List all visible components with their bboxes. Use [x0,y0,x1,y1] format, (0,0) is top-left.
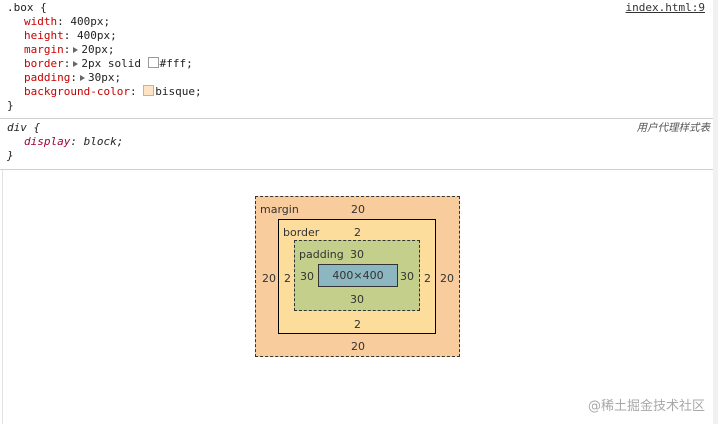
property-name[interactable]: background-color [24,85,130,98]
property-name: display [24,135,71,148]
color-swatch-icon[interactable] [143,85,155,96]
watermark: @稀土掘金技术社区 [587,399,705,414]
margin-top-value[interactable]: 20 [351,203,365,216]
css-rule-div-user-agent: div { display: block; } [0,119,713,170]
box-model-content[interactable]: 400×400 [318,264,398,287]
expand-triangle-icon[interactable] [73,47,79,53]
color-swatch-icon[interactable] [147,57,159,68]
margin-bottom-value[interactable]: 20 [351,340,365,353]
declaration-padding[interactable]: padding:30px; [24,71,122,84]
property-name[interactable]: width [24,15,58,28]
border-top-value[interactable]: 2 [354,226,361,239]
declaration-height[interactable]: height: 400px; [24,29,117,42]
source-link[interactable]: index.html:9 [625,1,705,14]
css-rule-box: .box { index.html:9 width: 400px; height… [0,0,713,119]
property-value[interactable]: 20px; [81,43,115,56]
declaration-display: display: block; [24,135,124,148]
property-name[interactable]: margin [24,43,64,56]
border-bottom-value[interactable]: 2 [354,318,361,331]
declaration-width[interactable]: width: 400px; [24,15,111,28]
rule-selector[interactable]: .box { [7,1,47,14]
margin-left-value[interactable]: 20 [262,272,276,285]
property-value[interactable]: 400px; [70,15,111,28]
box-model-padding[interactable]: padding 30 30 30 30 400×400 [294,240,420,311]
rule-selector: div { [7,121,41,134]
box-model-border[interactable]: border 2 2 2 2 padding 30 30 30 30 400×4… [278,219,436,334]
property-value[interactable]: #fff; [159,57,193,70]
expand-triangle-icon[interactable] [79,75,85,81]
margin-right-value[interactable]: 20 [440,272,454,285]
property-value: block; [83,135,124,148]
declaration-background-color[interactable]: background-color: bisque; [24,85,202,98]
padding-label: padding [299,248,344,261]
property-name[interactable]: border [24,57,64,70]
padding-left-value[interactable]: 30 [300,270,314,283]
border-label: border [283,226,320,239]
expand-triangle-icon[interactable] [73,61,79,67]
declaration-border[interactable]: border:2px solid #fff; [24,57,193,70]
box-model-margin[interactable]: margin 20 20 20 20 border 2 2 2 2 paddin… [255,196,460,357]
property-value[interactable]: bisque; [155,85,202,98]
border-left-value[interactable]: 2 [284,272,291,285]
property-name[interactable]: height [24,29,64,42]
property-value[interactable]: 400px; [77,29,117,42]
content-size-value[interactable]: 400×400 [332,269,384,282]
border-right-value[interactable]: 2 [424,272,431,285]
panel-divider [2,170,3,424]
property-value[interactable]: 30px; [87,71,122,84]
user-agent-stylesheet-label: 用户代理样式表 [636,122,711,134]
padding-right-value[interactable]: 30 [400,270,414,283]
declaration-margin[interactable]: margin:20px; [24,43,115,56]
property-value-prefix[interactable]: 2px solid [81,57,148,70]
scrollbar-track[interactable] [713,0,718,424]
padding-top-value[interactable]: 30 [350,248,364,261]
rule-close-brace: } [7,149,14,162]
margin-label: margin [260,203,299,216]
rule-close-brace: } [7,99,14,112]
padding-bottom-value[interactable]: 30 [350,293,364,306]
property-name[interactable]: padding [24,71,71,84]
